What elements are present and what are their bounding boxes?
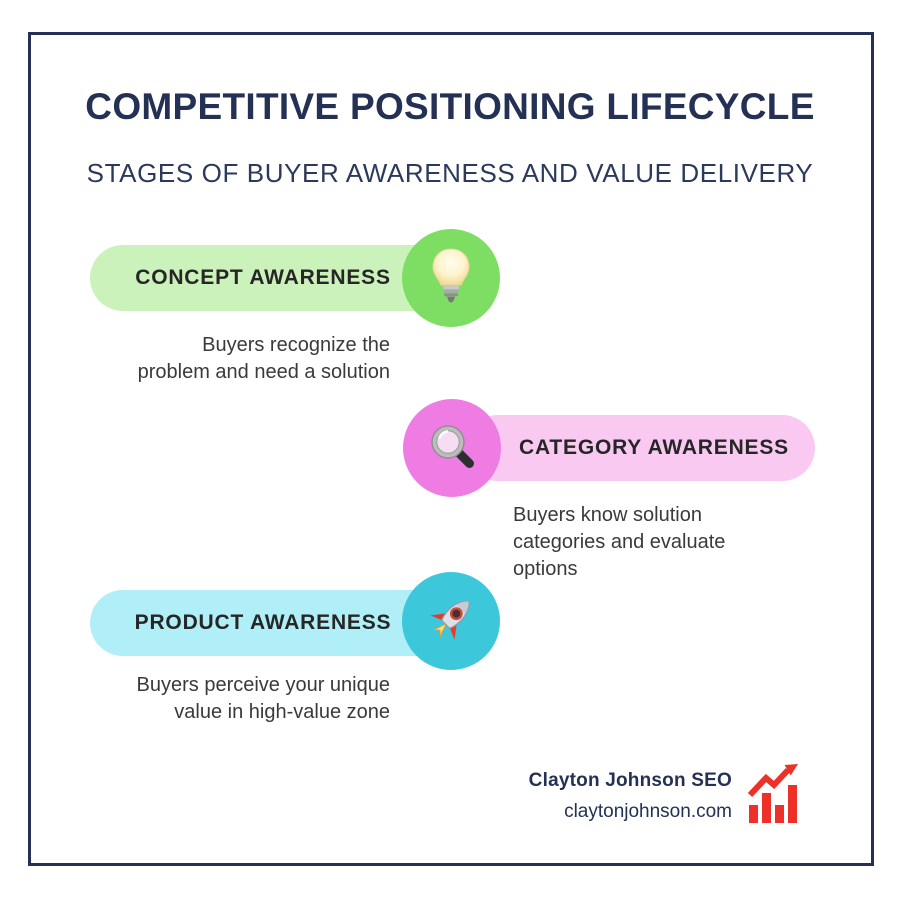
page-title: COMPETITIVE POSITIONING LIFECYCLE xyxy=(85,86,815,127)
rocket-icon xyxy=(424,592,478,651)
stage-circle-category xyxy=(403,399,501,497)
stage-circle-concept xyxy=(402,229,500,327)
stage-pill-concept: CONCEPT AWARENESS xyxy=(90,245,450,311)
footer-website: claytonjohnson.com xyxy=(564,801,732,822)
footer: Clayton Johnson SEO claytonjohnson.com xyxy=(430,769,732,824)
stage-pill-category: CATEGORY AWARENESS xyxy=(465,415,815,481)
stage-circle-product xyxy=(402,572,500,670)
lightbulb-icon xyxy=(428,247,474,309)
stage-label-concept: CONCEPT AWARENESS xyxy=(135,266,391,289)
stage-desc-category: Buyers know solution categories and eval… xyxy=(513,504,726,580)
stage-label-product: PRODUCT AWARENESS xyxy=(134,611,392,634)
growth-chart-icon xyxy=(748,762,802,824)
border-frame xyxy=(28,32,874,866)
page-subtitle: STAGES OF BUYER AWARENESS AND VALUE DELI… xyxy=(86,158,814,188)
footer-brand-name: Clayton Johnson SEO xyxy=(528,770,732,791)
stage-desc-concept: Buyers recognize the problem and need a … xyxy=(137,334,390,383)
stage-desc-product: Buyers perceive your unique value in hig… xyxy=(136,674,390,723)
magnifying-glass-icon xyxy=(429,423,475,474)
stage-pill-product: PRODUCT AWARENESS xyxy=(90,590,450,656)
stage-label-category: CATEGORY AWARENESS xyxy=(519,436,789,459)
